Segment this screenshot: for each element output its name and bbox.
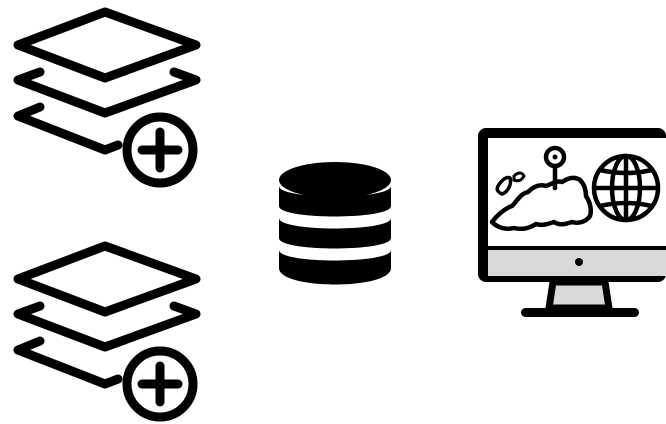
- monitor-power-dot: [575, 258, 583, 266]
- layer-middle: [13, 301, 201, 352]
- monitor-stand: [545, 278, 613, 312]
- monitor-map-globe-icon: [478, 128, 666, 317]
- add-layer-icon: [13, 7, 201, 188]
- plus-circle: [122, 112, 198, 188]
- layer-bottom: [13, 336, 123, 389]
- map-outline: [489, 175, 594, 232]
- map-pin-dot: [552, 154, 558, 160]
- globe-icon: [591, 153, 661, 223]
- plus-circle: [122, 346, 198, 422]
- database-lower-band: [279, 250, 391, 285]
- layer-middle: [13, 67, 201, 118]
- layer-bottom: [13, 102, 123, 155]
- globe-parallel-north: [599, 167, 653, 176]
- globe-parallel-south: [599, 200, 653, 209]
- layer-top: [13, 241, 201, 317]
- map-island: [495, 175, 513, 196]
- database-top-disk: [279, 162, 391, 198]
- layer-top: [13, 7, 201, 83]
- database-icon: [279, 162, 391, 285]
- database-middle-band: [279, 218, 391, 249]
- add-layer-icon: [13, 241, 201, 422]
- monitor-base: [521, 308, 639, 317]
- database-upper-band: [279, 186, 391, 217]
- map-island: [512, 171, 526, 183]
